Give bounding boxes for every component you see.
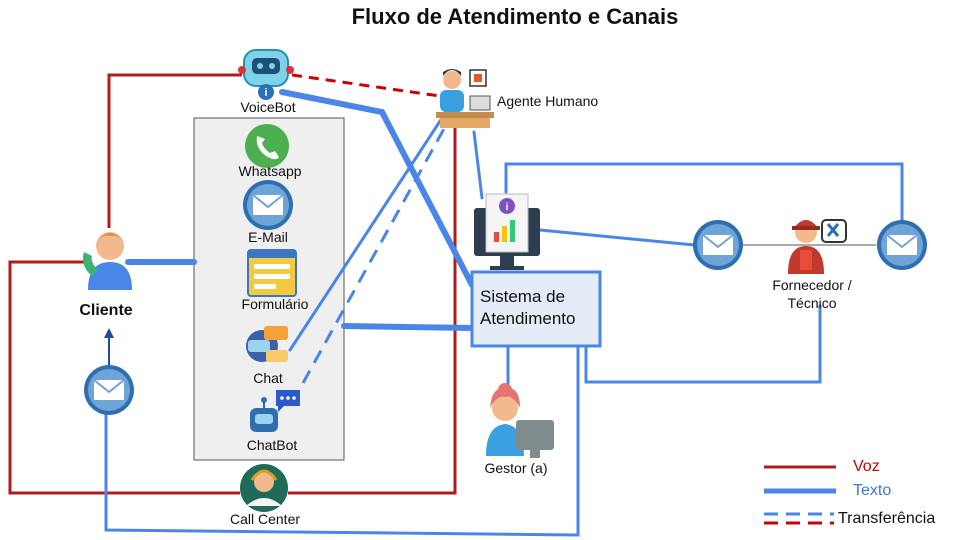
line-chatbot-agente-transfer — [301, 117, 452, 384]
text-lines — [104, 89, 904, 537]
agente-humano-icon[interactable] — [436, 69, 494, 128]
line-agente-monitor — [472, 130, 484, 200]
whatsapp-icon[interactable] — [245, 124, 289, 168]
line-panel-sistema — [341, 323, 475, 331]
email-icon-right[interactable] — [877, 220, 927, 270]
email-label: E-Mail — [248, 229, 288, 245]
email-icon-left[interactable] — [693, 220, 743, 270]
line-monitor-email — [538, 228, 696, 247]
gestor-label: Gestor (a) — [484, 460, 548, 476]
line-sistema-email-cliente — [104, 346, 580, 537]
svg-text:i: i — [264, 87, 267, 99]
line-voicebot-agente-transfer — [291, 73, 441, 98]
legend-transferencia-label: Transferência — [838, 510, 936, 527]
line-cliente-voicebot — [107, 73, 242, 228]
email-icon-cliente[interactable] — [84, 365, 134, 415]
line-voicebot-sistema — [279, 89, 475, 288]
line-cliente-callcenter — [8, 260, 240, 495]
fornecedor-icon[interactable] — [788, 219, 847, 274]
svg-text:i: i — [506, 202, 509, 213]
legend — [764, 465, 836, 525]
chat-label: Chat — [253, 370, 283, 386]
fornecedor-label: Fornecedor / Técnico — [772, 277, 852, 311]
legend-texto-label: Texto — [853, 482, 892, 499]
chatbot-label: ChatBot — [246, 437, 298, 453]
formulario-label: Formulário — [241, 296, 309, 312]
chatbot-icon[interactable] — [250, 390, 300, 432]
voicebot-icon[interactable]: i — [238, 49, 294, 100]
email-panel-icon[interactable] — [243, 180, 293, 230]
call-center-label: Call Center — [229, 511, 301, 527]
monitor-icon[interactable]: i — [474, 193, 540, 270]
whatsapp-label: Whatsapp — [238, 163, 302, 179]
chat-icon[interactable] — [246, 326, 288, 362]
cliente-icon[interactable] — [83, 232, 132, 290]
line-monitor-top-email — [504, 162, 904, 224]
cliente-label: Cliente — [79, 302, 133, 319]
sistema-label: Sistema de Atendimento — [480, 287, 576, 328]
formulario-icon[interactable] — [247, 249, 297, 297]
arrow-head — [104, 328, 114, 338]
legend-voz-label: Voz — [853, 458, 880, 475]
agente-humano-label: Agente Humano — [497, 93, 599, 109]
gestor-icon[interactable] — [486, 383, 554, 458]
diagram-title: Fluxo de Atendimento e Canais — [351, 4, 679, 29]
call-center-icon[interactable] — [240, 464, 288, 512]
line-sistema-fornecedor — [584, 304, 822, 384]
sistema-box[interactable] — [470, 270, 602, 348]
line-chat-agente — [288, 110, 448, 352]
voicebot-label: VoiceBot — [240, 99, 296, 115]
